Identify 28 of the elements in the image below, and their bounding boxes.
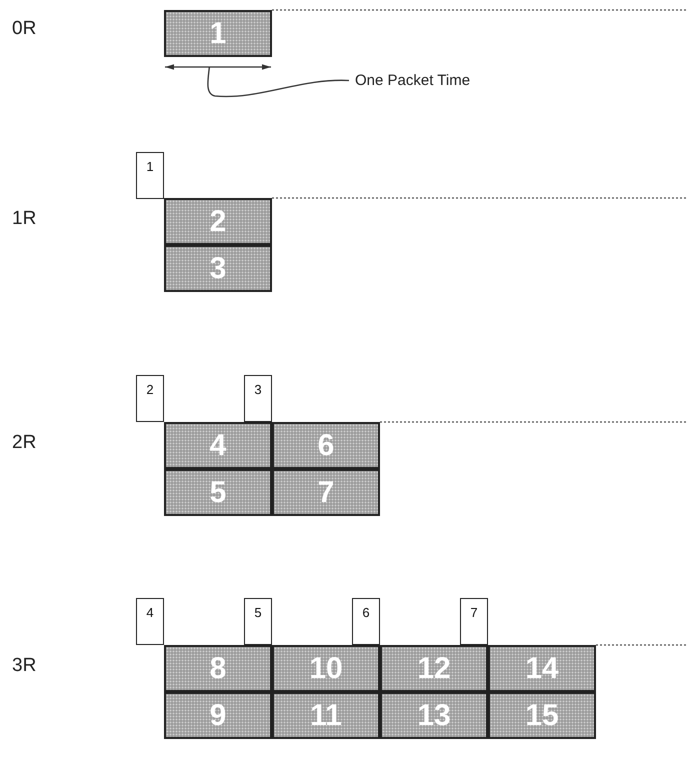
row-label: 2R bbox=[12, 432, 36, 454]
packet-box: 8 bbox=[164, 645, 272, 692]
packet-box: 5 bbox=[164, 469, 272, 516]
row-label: 3R bbox=[12, 655, 36, 677]
packet-box: 12 bbox=[380, 645, 488, 692]
ack-box: 3 bbox=[244, 375, 272, 422]
row-label: 1R bbox=[12, 208, 36, 230]
packet-box: 2 bbox=[164, 198, 272, 245]
packet-box: 4 bbox=[164, 422, 272, 469]
ack-box: 4 bbox=[136, 598, 164, 645]
packet-box: 10 bbox=[272, 645, 380, 692]
packet-box: 6 bbox=[272, 422, 380, 469]
ack-box: 6 bbox=[352, 598, 380, 645]
packet-box: 15 bbox=[488, 692, 596, 739]
packet-box: 1 bbox=[164, 10, 272, 57]
ack-box: 2 bbox=[136, 375, 164, 422]
packet-box: 9 bbox=[164, 692, 272, 739]
ack-box: 7 bbox=[460, 598, 488, 645]
callout-text: One Packet Time bbox=[355, 72, 470, 89]
row-label: 0R bbox=[12, 18, 36, 40]
packet-box: 11 bbox=[272, 692, 380, 739]
packet-box: 7 bbox=[272, 469, 380, 516]
ack-box: 5 bbox=[244, 598, 272, 645]
leader-line bbox=[207, 66, 349, 98]
ack-box: 1 bbox=[136, 152, 164, 199]
packet-box: 14 bbox=[488, 645, 596, 692]
packet-box: 3 bbox=[164, 245, 272, 292]
packet-box: 13 bbox=[380, 692, 488, 739]
